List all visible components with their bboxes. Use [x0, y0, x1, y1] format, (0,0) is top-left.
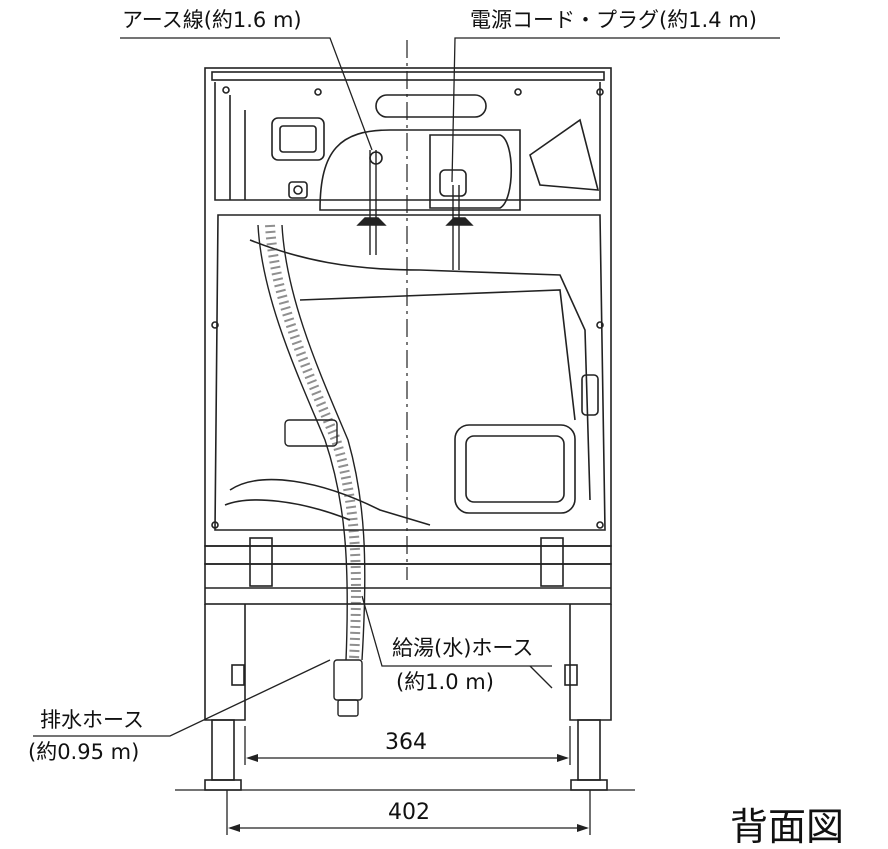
side-bracket: [529, 118, 600, 191]
supply-hose-leader: [361, 595, 552, 667]
earth-wire-label: アース線(約1.6 m): [122, 8, 302, 32]
supply-hose-length: (約1.0 m): [396, 670, 494, 694]
right-adjuster-foot: [577, 719, 601, 781]
view-title: 背面図: [730, 805, 845, 849]
power-cord-leader: [451, 37, 780, 183]
appliance-body: [204, 67, 612, 547]
side-grip: [581, 374, 599, 416]
dimension-402-label: 402: [388, 800, 430, 825]
top-handle-slot: [375, 94, 487, 118]
left-adjuster-foot: [211, 719, 235, 781]
dimension-364-label: 364: [385, 730, 427, 755]
supply-hose-label: 給湯(水)ホース: [392, 636, 534, 660]
base-plate: [204, 545, 612, 565]
left-bracket: [249, 537, 273, 587]
drain-hose-length: (約0.95 m): [28, 740, 140, 764]
right-bracket: [540, 537, 564, 587]
drain-hose-label: 排水ホース: [40, 708, 144, 732]
earth-wire-leader: [120, 37, 373, 151]
mount-frame: [204, 563, 612, 605]
drain-hose-leader: [33, 659, 331, 737]
hose-clamp: [284, 419, 338, 447]
connection-box: [319, 129, 521, 211]
drain-hose: [257, 224, 366, 717]
power-cord-label: 電源コード・プラグ(約1.4 m): [470, 8, 757, 32]
top-rail: [211, 71, 605, 81]
right-leg: [569, 604, 612, 721]
lower-panel: [214, 214, 606, 531]
rear-tank-cover: [454, 424, 576, 514]
left-access-port: [271, 117, 325, 161]
